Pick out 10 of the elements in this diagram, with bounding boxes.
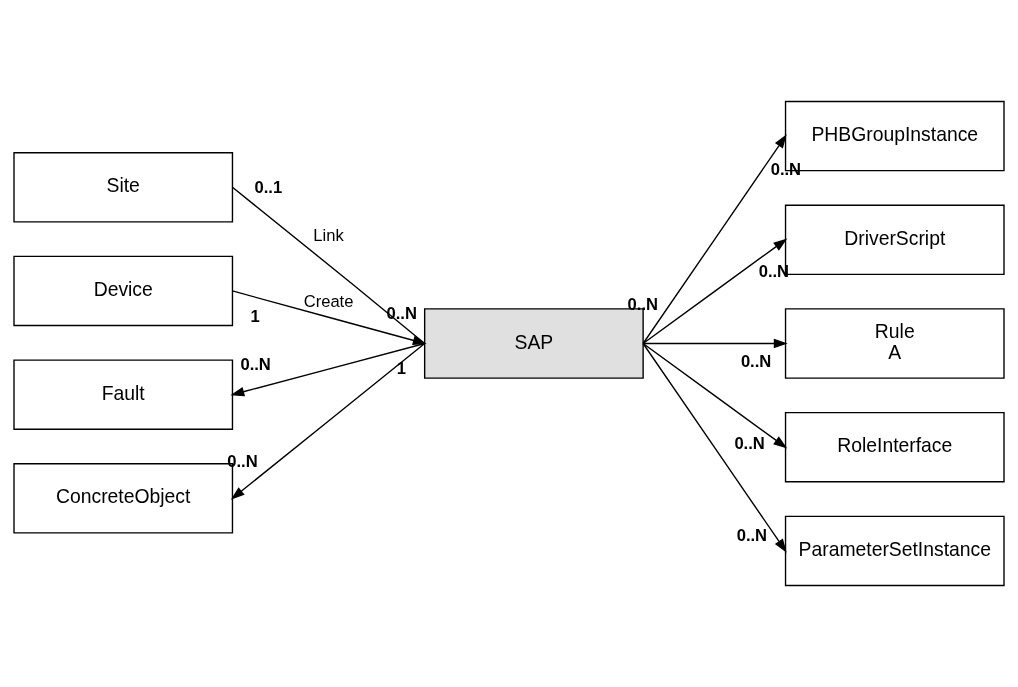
label: 0..N	[240, 355, 271, 375]
label: 1	[396, 358, 406, 378]
label: 1	[250, 306, 260, 326]
label: 0..N	[736, 526, 768, 546]
label: 0..N	[386, 303, 417, 323]
label: 0..N	[734, 434, 765, 454]
edge-label: Link	[313, 225, 344, 245]
label: 0..N	[740, 352, 772, 372]
edge-label: Create	[303, 292, 354, 311]
label: 0..1	[254, 177, 283, 197]
